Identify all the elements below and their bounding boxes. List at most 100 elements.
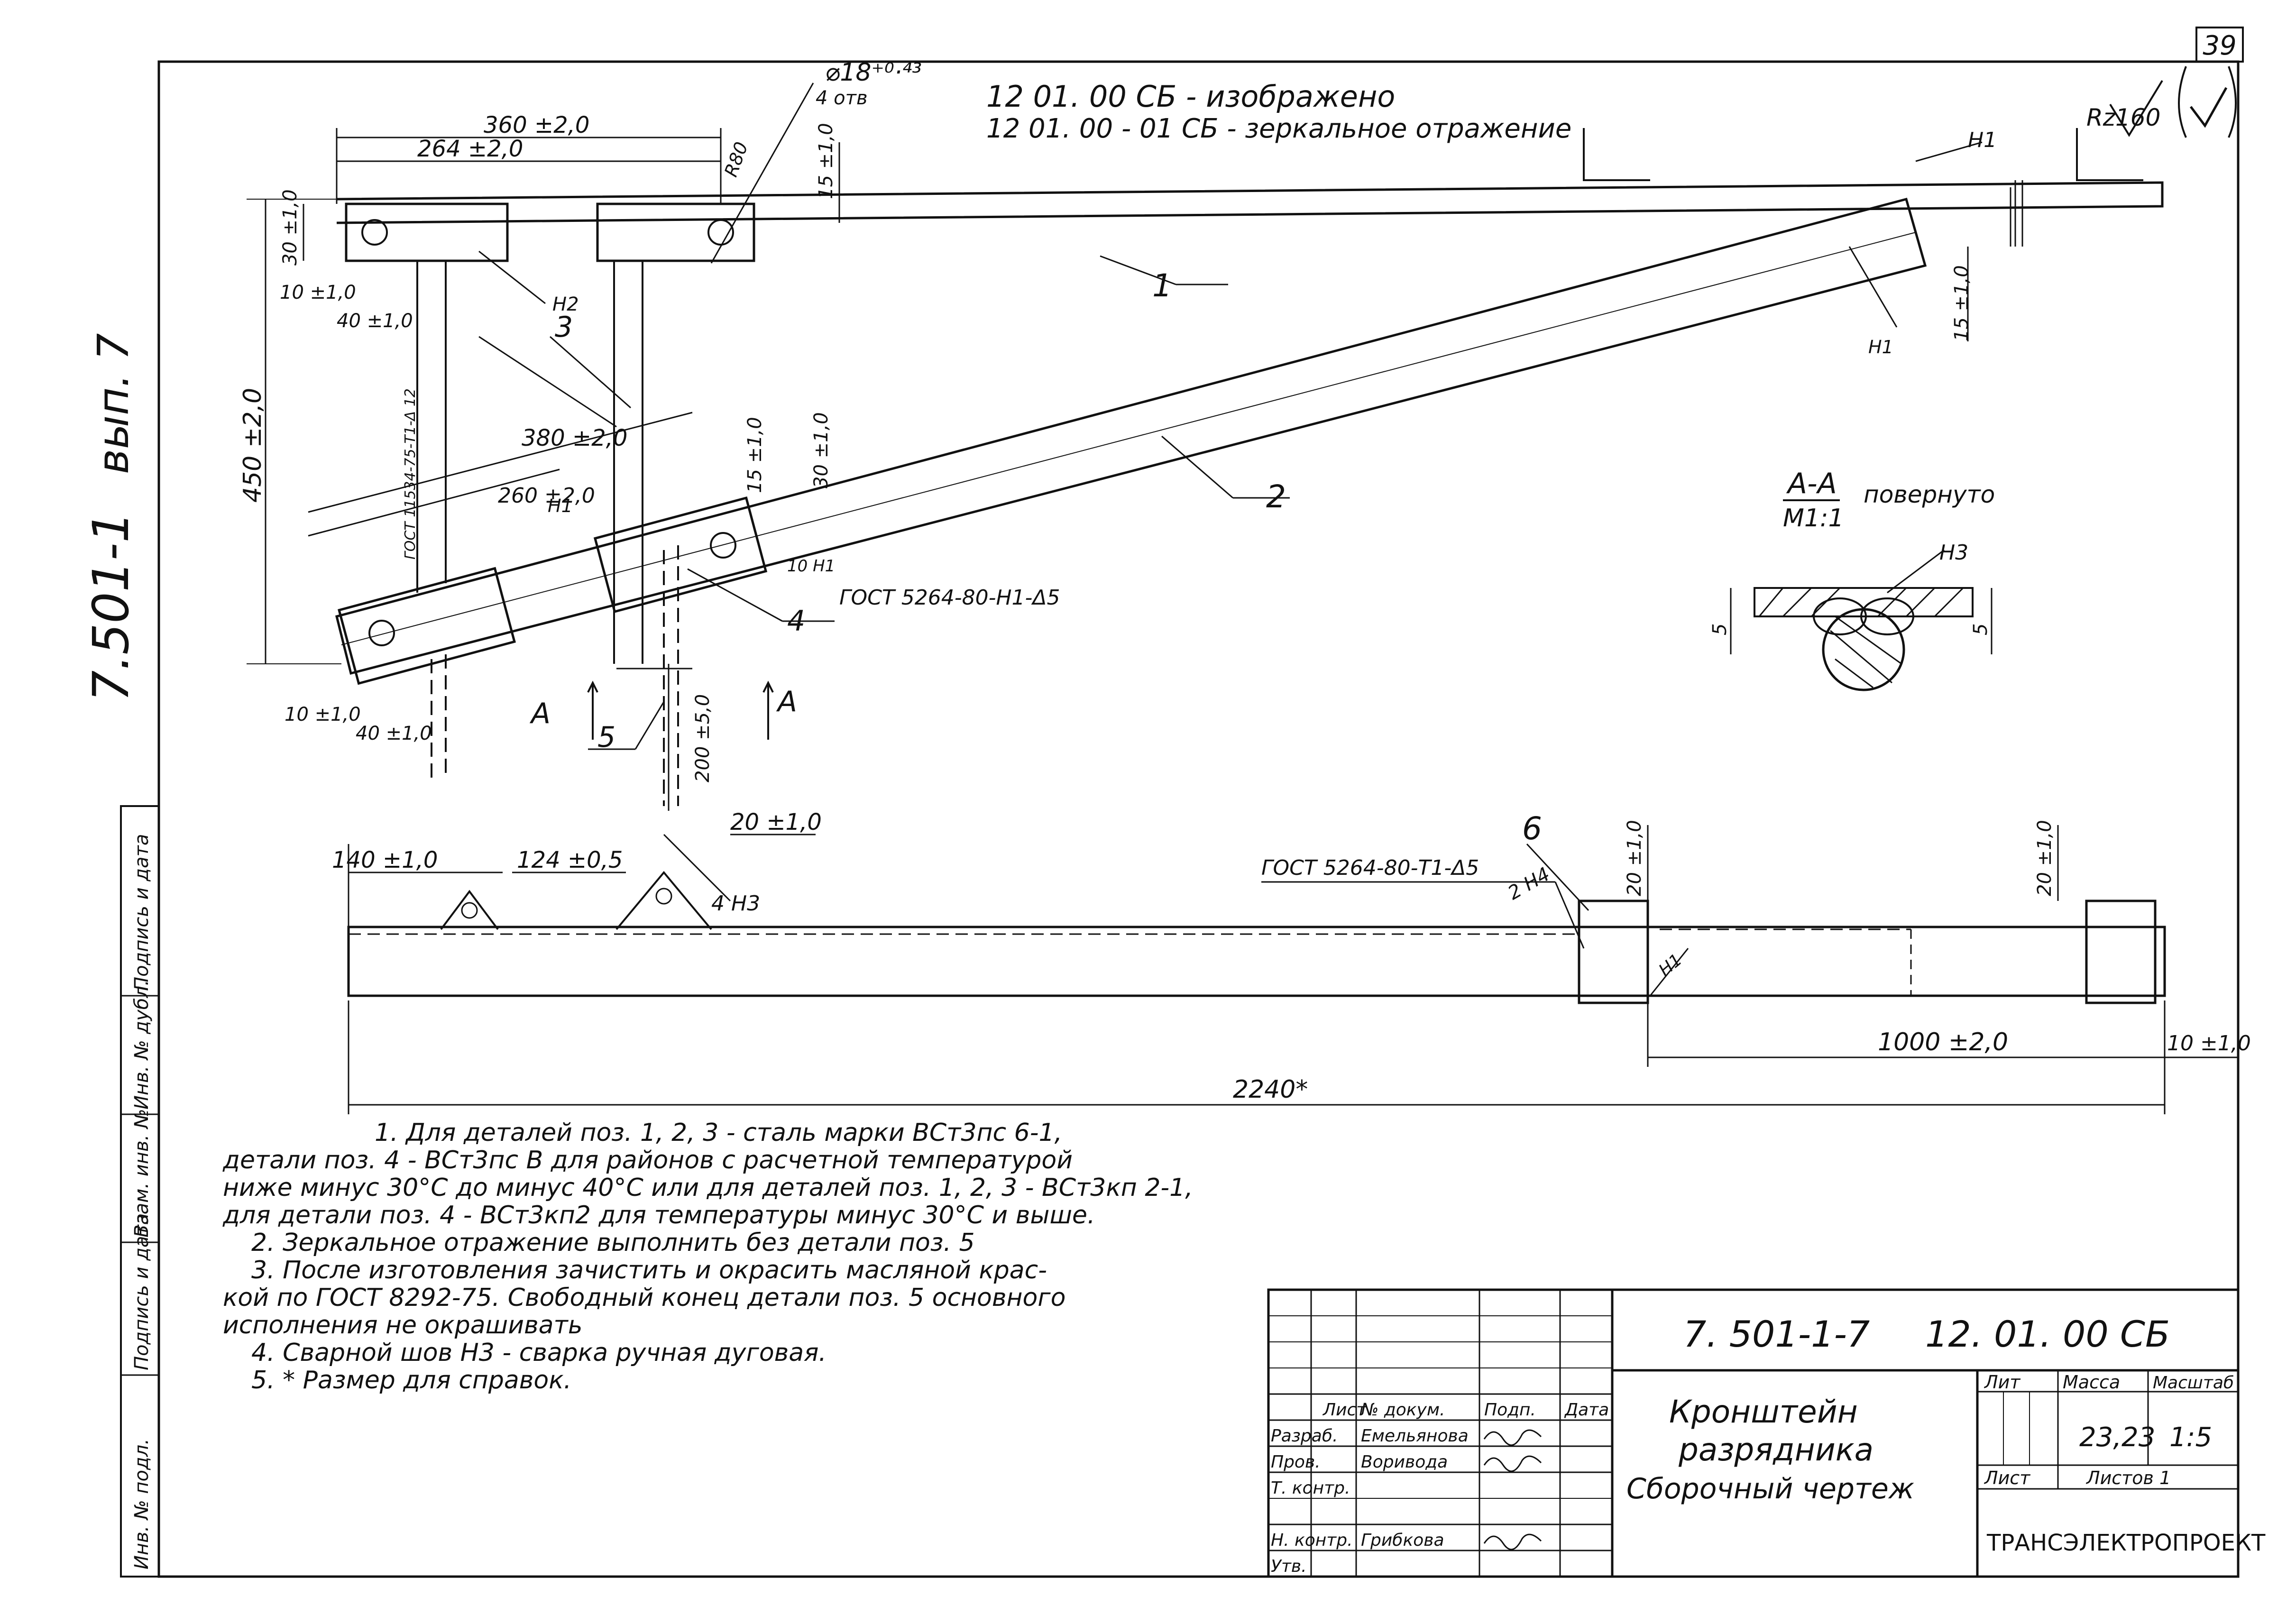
- bar-position-2: [335, 197, 1927, 675]
- mass-value: 23,23: [2079, 1422, 2155, 1453]
- part-name-3: Сборочный чертеж: [1626, 1472, 1914, 1505]
- hole-count: 4 отв: [816, 87, 868, 109]
- organization: ТРАНСЭЛЕКТРОПРОЕКТ: [1986, 1530, 2266, 1556]
- weld-mark-n2: Н2: [552, 294, 579, 315]
- section-title: А-А: [1786, 467, 1837, 500]
- section-note: повернуто: [1864, 481, 1995, 508]
- dim-20-clamp-right: 20 ±1,0: [2034, 820, 2056, 896]
- page-number-box: [2195, 27, 2244, 63]
- dim-10-bottom: 10 ±1,0: [285, 704, 361, 725]
- stamp-replace-inv: Взам. инв. №: [131, 1109, 153, 1238]
- dim-380: 380 ±2,0: [522, 425, 627, 451]
- header-line-2: 12 01. 00 - 01 СБ - зеркальное отражение: [986, 113, 1571, 144]
- dim-15-top: 15 ±1,0: [815, 123, 837, 199]
- note-line: 2. Зеркальное отражение выполнить без де…: [251, 1229, 975, 1257]
- developer-name: Емельянова: [1361, 1426, 1469, 1446]
- lit-label: Лит: [1984, 1372, 2021, 1393]
- title-block: [1267, 1288, 2240, 1578]
- position-5: 5: [597, 721, 615, 754]
- plate-top-left: [345, 202, 509, 262]
- dim-40-bottom: 40 ±1,0: [356, 723, 432, 744]
- stamp-sign-date-1: Подпись и дата: [131, 1213, 153, 1370]
- weld-mark-n1-c: Н1: [548, 495, 573, 516]
- sheets-label: Листов 1: [2085, 1468, 2171, 1488]
- row-tech-control: Т. контр.: [1271, 1478, 1350, 1498]
- section-mark-left: А: [529, 697, 551, 730]
- hole-2: [707, 219, 734, 246]
- weld-2n4: 2 Н4: [1504, 863, 1553, 905]
- signature-checker: [1483, 1455, 1542, 1472]
- front-bar: [347, 926, 2166, 997]
- plate-bottom-left: [338, 567, 516, 685]
- dim-10-top: 10 ±1,0: [280, 282, 356, 303]
- col-doc: № докум.: [1360, 1400, 1445, 1420]
- mass-label: Масса: [2063, 1372, 2120, 1393]
- row-norm-control: Н. контр.: [1271, 1531, 1353, 1550]
- dim-15-mid: 15 ±1,0: [744, 417, 766, 493]
- position-4: 4: [787, 605, 805, 638]
- series-code: 7.501-1: [82, 512, 140, 702]
- hole-4: [710, 532, 736, 559]
- note-line: 1. Для деталей поз. 1, 2, 3 - сталь марк…: [375, 1119, 1063, 1147]
- position-6: 6: [1522, 810, 1542, 847]
- col-sheet: Лист: [1322, 1400, 1367, 1420]
- top-view: [247, 83, 2164, 811]
- part-name-2: разрядника: [1678, 1431, 1874, 1468]
- note-line: 5. * Размер для справок.: [251, 1366, 572, 1395]
- section-dim-right: 5: [1970, 624, 1992, 635]
- clamp-left: [1578, 899, 1649, 1004]
- dim-10-front: 10 ±1,0: [2167, 1031, 2251, 1055]
- gost-weld-note-2: ГОСТ 5264-80-Т1-Δ5: [1261, 856, 1479, 880]
- note-line: 4. Сварной шов Н3 - сварка ручная дугова…: [251, 1339, 827, 1367]
- col-date: Дата: [1564, 1400, 1609, 1420]
- dim-200: 200 ±5,0: [692, 694, 714, 782]
- technical-notes: 1. Для деталей поз. 1, 2, 3 - сталь марк…: [223, 1119, 1266, 1394]
- dim-20-clamp-left: 20 ±1,0: [1624, 820, 1645, 896]
- weld-mark-n1: Н1: [1968, 128, 1997, 152]
- weld-4n3: 4 Н3: [711, 891, 760, 916]
- weld-n1-front: Н1: [1655, 950, 1686, 981]
- plate-top-right: [596, 202, 755, 262]
- scale-label: Масштаб: [2153, 1373, 2234, 1393]
- note-line: 3. После изготовления зачистить и окраси…: [251, 1256, 1047, 1285]
- dim-140: 140 ±1,0: [332, 847, 438, 873]
- note-line: кой по ГОСТ 8292-75. Свободный конец дет…: [223, 1284, 1066, 1312]
- dim-15-right: 15 ±1,0: [1951, 265, 1973, 341]
- scale-value: 1:5: [2169, 1422, 2212, 1453]
- dim-264: 264 ±2,0: [417, 136, 523, 162]
- gost-weld-note-1: ГОСТ 5264-80-Н1-Δ5: [839, 586, 1060, 610]
- col-sign: Подп.: [1484, 1400, 1536, 1420]
- section-mark-right: А: [776, 685, 797, 718]
- part-code: 12. 01. 00 СБ: [1925, 1313, 2170, 1355]
- signature-developer: [1483, 1429, 1542, 1446]
- dim-30-mid: 30 ±1,0: [810, 412, 832, 488]
- dim-2240: 2240*: [1233, 1075, 1308, 1104]
- row-approved: Утв.: [1271, 1557, 1307, 1576]
- dim-260: 260 ±2,0: [498, 484, 595, 508]
- stamp-sign-date-2: Подпись и дата: [131, 834, 153, 991]
- dim-r80: R80: [720, 139, 752, 179]
- row-developer: Разраб.: [1271, 1426, 1338, 1446]
- position-2: 2: [1266, 478, 1286, 515]
- hole-diameter: ⌀18⁺⁰·⁴³: [825, 58, 922, 87]
- bar-position-1: [336, 181, 2164, 224]
- series-issue: вып. 7: [89, 333, 138, 474]
- side-stamp: Инв. № подл. Подпись и дата Взам. инв. №…: [120, 805, 160, 1578]
- position-3: 3: [555, 311, 573, 344]
- stamp-inv-orig: Инв. № подл.: [131, 1439, 153, 1569]
- front-view: [347, 825, 2238, 1114]
- header-line-1: 12 01. 00 СБ - изображено: [986, 79, 1395, 114]
- note-line: исполнения не окрашивать: [223, 1311, 583, 1340]
- dim-30-top: 30 ±1,0: [279, 189, 301, 266]
- note-line: детали поз. 4 - ВСт3пс В для районов с р…: [223, 1146, 1073, 1174]
- weld-mark-n1-b: Н1: [1868, 337, 1893, 358]
- roughness-symbol: Rz160: [2086, 66, 2237, 138]
- clamp-right: [2085, 899, 2157, 1004]
- section-scale: М1:1: [1783, 504, 1844, 532]
- note-line: для детали поз. 4 - ВСт3кп2 для температ…: [223, 1201, 1095, 1229]
- row-checked: Пров.: [1271, 1452, 1321, 1472]
- dim-124: 124 ±0,5: [517, 847, 623, 873]
- note-line: ниже минус 30°С до минус 40°С или для де…: [223, 1174, 1193, 1202]
- doc-code: 7. 501-1-7: [1683, 1313, 1870, 1355]
